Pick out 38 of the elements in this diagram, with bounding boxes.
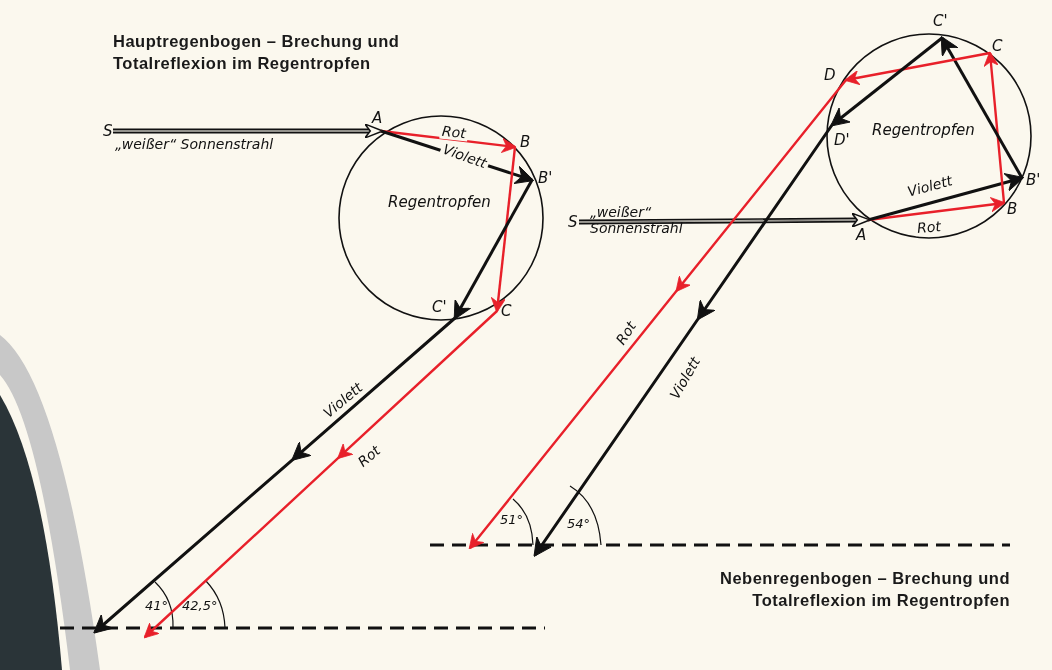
- point-label: C: [501, 303, 512, 319]
- angle-label: 54°: [567, 516, 591, 531]
- point-label: D': [834, 132, 850, 148]
- point-label: B': [1026, 172, 1041, 188]
- ray-arrow: [844, 51, 991, 86]
- ray-arrow: [940, 36, 1024, 179]
- heading: Nebenregenbogen – Brechung und Totalreflexion im Regentropfen: [718, 568, 1010, 611]
- double-arrow: [578, 212, 871, 228]
- edge-label: „weißer“ Sonnenstrahl: [113, 136, 276, 152]
- point-label: C: [992, 38, 1003, 54]
- raindrop-label: Regentropfen: [872, 122, 975, 138]
- angle-label: 51°: [500, 512, 524, 527]
- point-label: B: [520, 134, 531, 150]
- point-label: A: [372, 110, 383, 126]
- ray-arrow: [830, 36, 943, 127]
- ray-arrow: [468, 79, 847, 549]
- ray-arrow: [490, 146, 517, 313]
- ray-arrow: [867, 173, 1025, 222]
- point-label: A: [856, 227, 867, 243]
- angle-label: 42,5°: [182, 598, 218, 613]
- ray-arrow: [533, 124, 834, 557]
- point-label: C': [933, 13, 948, 29]
- angle-label: 41°: [145, 598, 169, 613]
- ray-arrow: [93, 316, 456, 634]
- point-label: B: [1007, 201, 1018, 217]
- point-label: C': [432, 299, 447, 315]
- point-label: B': [538, 170, 553, 186]
- heading: Hauptregenbogen – Brechung und Totalreflexion im Regentropfen: [113, 31, 401, 74]
- raindrop-label: Regentropfen: [388, 194, 491, 210]
- point-label: S: [568, 214, 578, 230]
- ray-arrow: [144, 310, 498, 639]
- edge-label: „weißer“ Sonnenstrahl: [589, 204, 684, 236]
- ray-arrow: [983, 51, 1006, 204]
- point-label: D: [824, 67, 836, 83]
- double-arrow: [112, 123, 384, 139]
- point-label: S: [103, 123, 113, 139]
- edge-label: Rot: [439, 122, 469, 142]
- ray-arrow: [453, 179, 534, 320]
